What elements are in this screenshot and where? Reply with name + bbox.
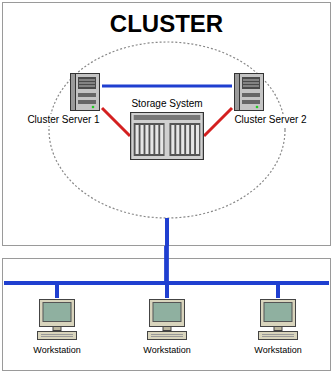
network-link xyxy=(57,246,167,298)
cluster-heading: CLUSTER xyxy=(109,10,224,38)
icon-holder xyxy=(232,72,309,112)
workstation-icon xyxy=(256,298,300,342)
workstation-icon xyxy=(35,298,79,342)
icon-holder xyxy=(130,112,204,160)
server-icon xyxy=(232,72,266,112)
storage-node: Storage System xyxy=(130,98,204,160)
icon-holder xyxy=(25,72,102,112)
server-label: Cluster Server 1 xyxy=(26,114,100,126)
storage-link xyxy=(102,108,130,136)
workstation-node: Workstation xyxy=(252,298,304,356)
workstation-label: Workstation xyxy=(32,344,81,356)
cluster-uplink xyxy=(165,218,169,246)
storage-icon xyxy=(130,112,204,160)
server-node: Cluster Server 2 xyxy=(232,72,309,126)
storage-link xyxy=(204,108,232,136)
network-link xyxy=(167,246,279,298)
workstation-node: Workstation xyxy=(31,298,83,356)
server-node: Cluster Server 1 xyxy=(25,72,102,126)
workstation-icon xyxy=(145,298,189,342)
workstation-label: Workstation xyxy=(142,344,191,356)
server-label: Cluster Server 2 xyxy=(233,114,307,126)
cluster-boundary xyxy=(49,42,285,218)
workstation-node: Workstation xyxy=(141,298,193,356)
cluster-panel: CLUSTER Cluster Server 1 Storage SystemClu… xyxy=(2,2,331,246)
icon-holder xyxy=(252,298,304,342)
workstation-label: Workstation xyxy=(253,344,302,356)
icon-holder xyxy=(141,298,193,342)
heartbeat-link xyxy=(102,85,232,88)
storage-label: Storage System xyxy=(130,98,203,110)
server-icon xyxy=(68,72,102,112)
icon-holder xyxy=(31,298,83,342)
